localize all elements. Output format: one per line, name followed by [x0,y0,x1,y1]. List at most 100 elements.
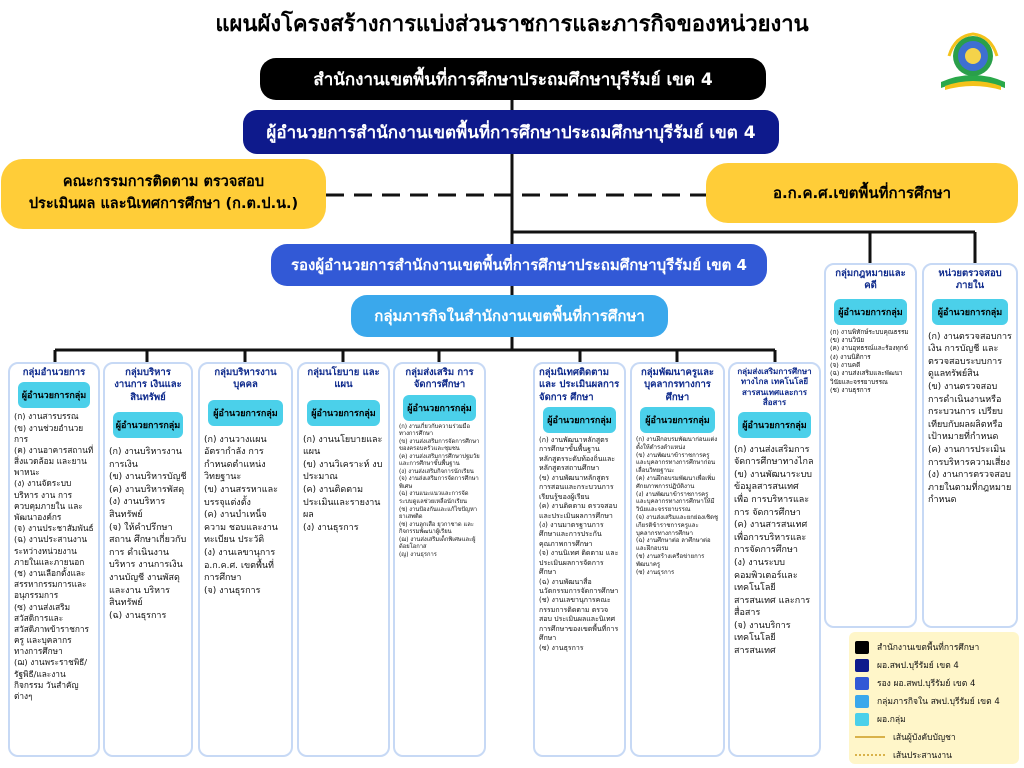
group-task-list: (ก) งานฝึกอบรมพัฒนาก่อนแต่งตั้งให้ดำรงตำ… [636,436,719,576]
task-item: (ช) งานสร้างเครือข่ายการพัฒนาครู [636,552,705,568]
group-head-box: ผู้อำนวยการกลุ่ม [113,412,183,439]
group-column-legal: กลุ่มกฎหมายและคดี ผู้อำนวยการกลุ่ม (ก) ง… [824,263,917,628]
task-item: (ค) งานบำเหน็จความ ชอบและงานทะเบียน ประว… [204,510,278,546]
task-item: (ค) งานติดตาม ประเมินและรายงาน ผล [303,485,381,521]
group-task-list: (ก) งานวางแผน อัตรากำลัง การ กำหนดตำแหน่… [204,434,287,598]
group-head-box: ผู้อำนวยการกลุ่ม [640,407,715,434]
group-head-box: ผู้อำนวยการกลุ่ม [307,399,380,426]
legend-label: ผอ.สพป.บุรีรัมย์ เขต 4 [877,661,959,671]
group-head-box: ผู้อำนวยการกลุ่ม [403,394,476,421]
committee-kptpn-line2: ประเมินผล และนิเทศการศึกษา (ก.ต.ป.น.) [28,196,299,212]
group-title: กลุ่มอำนวยการ [22,367,86,378]
task-item: (ข) งานวินัย [830,336,865,345]
group-task-list: (ก) งานเกี่ยวกับความร่วมมือทางการศึกษา (… [399,424,480,560]
task-item: (ฌ) งานส่งเสริมเด็กพิเศษและผู้ด้อยโอกาส [399,536,476,551]
legend-swatch [855,658,869,672]
task-item: (ฉ) งานแนะแนวและการจัดระบบดูแลช่วยเหลือน… [399,491,469,505]
legend-label: ผอ.กลุ่ม [877,715,906,725]
task-item: (ข) งานวิเคราะห์ งบประมาณ [303,459,383,483]
group-head-box: ผู้อำนวยการกลุ่ม [18,382,90,409]
task-item: (ค) งานส่งเสริมการศึกษาปฐมวัยและการศึกษา… [399,453,480,468]
task-item: (ค) งานฝึกอบรมพัฒนาเพื่อเพิ่มศักยภาพการป… [636,475,716,490]
task-item: (ก) งานพิทักษ์ระบบคุณธรรม [830,327,909,336]
group-title: กลุ่มนิเทศติดตามและ ประเมินผลการจัดการ ศ… [539,367,620,403]
task-item: (ซ) งานส่งเสริม สวัสดิการและ สวัสดิภาพข้… [14,601,89,657]
group-task-list: (ก) งานสารบรรณ (ข) งานช่วยอำนวยการ (ค) ง… [14,411,94,702]
task-item: (จ) งานส่งเสริมและยกย่องเชิดชูเกียรติข้า… [636,514,719,537]
task-item: (จ) งานบริการ เทคโนโลยีสารสนเทศ [734,620,791,657]
legend-item: กลุ่มภารกิจใน สพป.บุรีรัมย์ เขต 4 [855,692,1013,710]
group-task-list: (ก) งานพัฒนาหลักสูตรการศึกษาขั้นพื้นฐาน … [539,436,620,653]
group-task-list: (ก) งานนโยบายและ แผน (ข) งานวิเคราะห์ งบ… [303,434,384,535]
task-item: (ก) งานบริหารงาน การเงิน [109,447,182,470]
group-title: หน่วยตรวจสอบ ภายใน [938,268,1002,292]
legend-swatch [855,694,869,708]
task-item: (จ) งานนิเทศ ติดตาม และประเมินผลการจัดกา… [539,549,619,577]
task-item: (ข) งานตรวจสอบการดำเนินงานหรือกระบวนการ … [928,382,1003,443]
task-item: (ง) งานเลขานุการ อ.ก.ค.ศ. เขตพื้นที่ การ… [204,548,276,584]
task-item: (ช) งานเลขานุการคณะกรรมการติดตาม ตรวจสอบ… [539,596,619,643]
office-box: สำนักงานเขตพื้นที่การศึกษาประถมศึกษาบุรี… [260,58,766,100]
group-column-supervision: กลุ่มนิเทศติดตามและ ประเมินผลการจัดการ ศ… [533,362,626,757]
group-task-list: (ก) งานพิทักษ์ระบบคุณธรรม (ข) งานวินัย (… [830,328,911,395]
task-item: (ก) งานสารบรรณ [14,411,79,422]
group-task-list: (ก) งานบริหารงาน การเงิน (ข) งานบริหารบั… [109,446,187,622]
task-item: (ญ) งานธุรการ [399,551,437,558]
legend-item: ผอ.กลุ่ม [855,710,1013,728]
agency-logo [935,30,1011,96]
legend-label: เส้นผู้บังคับบัญชา [893,733,956,743]
committee-kptpn-line1: คณะกรรมการติดตาม ตรวจสอบ [62,174,265,191]
group-column-policy: กลุ่มนโยบาย และแผน ผู้อำนวยการกลุ่ม (ก) … [297,362,390,757]
task-item: (ก) งานเกี่ยวกับความร่วมมือทางการศึกษา [399,423,470,438]
task-item: (ฉ) งานส่งเสริมและพัฒนาวินัยและจรรยาบรรณ [830,369,903,386]
task-item: (ค) งานติดตาม ตรวจสอบและประเมินผลการศึกษ… [539,502,618,520]
task-item: (ข) งานสรรหาและ บรรจุแต่งตั้ง [204,485,278,508]
group-head-box: ผู้อำนวยการกลุ่ม [738,411,811,438]
group-title: กลุ่มบริหารงานการ เงินและสินทรัพย์ [114,367,182,403]
task-item: (จ) งานประชาสัมพันธ์ [14,523,94,534]
task-item: (ข) งานพัฒนาระบบ ข้อมูลสารสนเทศ เพื่อ กา… [734,469,812,518]
task-item: (ข) งานส่งเสริมการจัดการศึกษาของครอบครัว… [399,438,480,453]
task-item: (ง) งานพัฒนาข้าราชการครูและบุคลากรทางการ… [636,490,715,514]
legend-swatch [855,712,869,726]
group-title: กลุ่มส่งเสริมการศึกษา ทางไกล เทคโนโลยี ส… [737,367,812,408]
task-item: (จ) ให้คำปรึกษาสถาน ศึกษาเกี่ยวกับการ ดำ… [109,522,187,609]
legend-swatch [855,676,869,690]
legend-item: เส้นประสานงาน [855,746,1013,764]
group-task-list: (ก) งานตรวจสอบการเงิน การบัญชี และตรวจสอ… [928,331,1012,507]
task-item: (ข) งานพัฒนาหลักสูตรการสอนและกระบวนการเร… [539,473,614,501]
group-head-box: ผู้อำนวยการกลุ่ม [208,399,283,426]
task-item: (ก) งานส่งเสริมการ จัดการศึกษาทางไกล [734,444,814,468]
deputy-director-box: รองผู้อำนวยการสำนักงานเขตพื้นที่การศึกษา… [271,244,767,286]
legend-label: สำนักงานเขตพื้นที่การศึกษา [877,643,980,653]
legend-item: รอง ผอ.สพป.บุรีรัมย์ เขต 4 [855,674,1013,692]
legend-label: กลุ่มภารกิจใน สพป.บุรีรัมย์ เขต 4 [877,697,1000,707]
task-item: (ข) งานช่วยอำนวยการ [14,422,84,444]
task-item: (ง) งานส่งเสริมกิจการนักเรียน [399,468,474,475]
task-item: (ค) งานอุทธรณ์และร้องทุกข์ [830,344,908,353]
legend-dotted-line [855,754,885,756]
group-title: กลุ่มพัฒนาครูและ บุคลากรทางการศึกษา [640,367,714,403]
task-item: (ก) งานฝึกอบรมพัฒนาก่อนแต่งตั้งให้ดำรงตำ… [636,436,718,451]
task-item: (ก) งานพัฒนาหลักสูตรการศึกษาขั้นพื้นฐาน … [539,436,616,473]
task-item: (ง) งานบริหาร สินทรัพย์ [109,497,166,520]
group-title: กลุ่มส่งเสริม การจัดการศึกษา [405,367,474,391]
group-title: กลุ่มนโยบาย และแผน [307,367,380,391]
director-box: ผู้อำนวยการสำนักงานเขตพื้นที่การศึกษาประ… [243,110,779,154]
task-item: (จ) งานส่งเสริมการจัดการศึกษาพิเศษ [399,476,479,490]
task-item: (ง) งานระบบ คอมพิวเตอร์และ เทคโนโลยีสารส… [734,557,811,619]
legend-swatch [855,640,869,654]
legend-label: เส้นประสานงาน [893,751,952,761]
group-title: กลุ่มบริหารงาน บุคคล [214,367,277,391]
group-column-teacher-development: กลุ่มพัฒนาครูและ บุคลากรทางการศึกษา ผู้อ… [630,362,725,757]
task-item: (ง) งานการตรวจสอบภายในตามที่กฎหมายกำหนด [928,470,1012,506]
group-head-box: ผู้อำนวยการกลุ่ม [834,298,907,325]
group-head-box: ผู้อำนวยการกลุ่ม [543,407,616,434]
task-item: (ซ) งานลูกเสือ ยุวกาชาด และกิจกรรมพัฒนาผ… [399,521,474,536]
task-item: (ฉ) งานธุรการ [109,610,167,621]
task-item: (ช) งานป้องกันและแก้ไขปัญหายาเสพติด [399,506,478,521]
group-task-list: (ก) งานส่งเสริมการ จัดการศึกษาทางไกล (ข)… [734,444,815,658]
task-item: (ง) งานมาตรฐานการศึกษาและการประกันคุณภาพ… [539,520,604,548]
task-item: (ค) งานสารสนเทศ เพื่อการบริหารและ การจัด… [734,520,808,556]
